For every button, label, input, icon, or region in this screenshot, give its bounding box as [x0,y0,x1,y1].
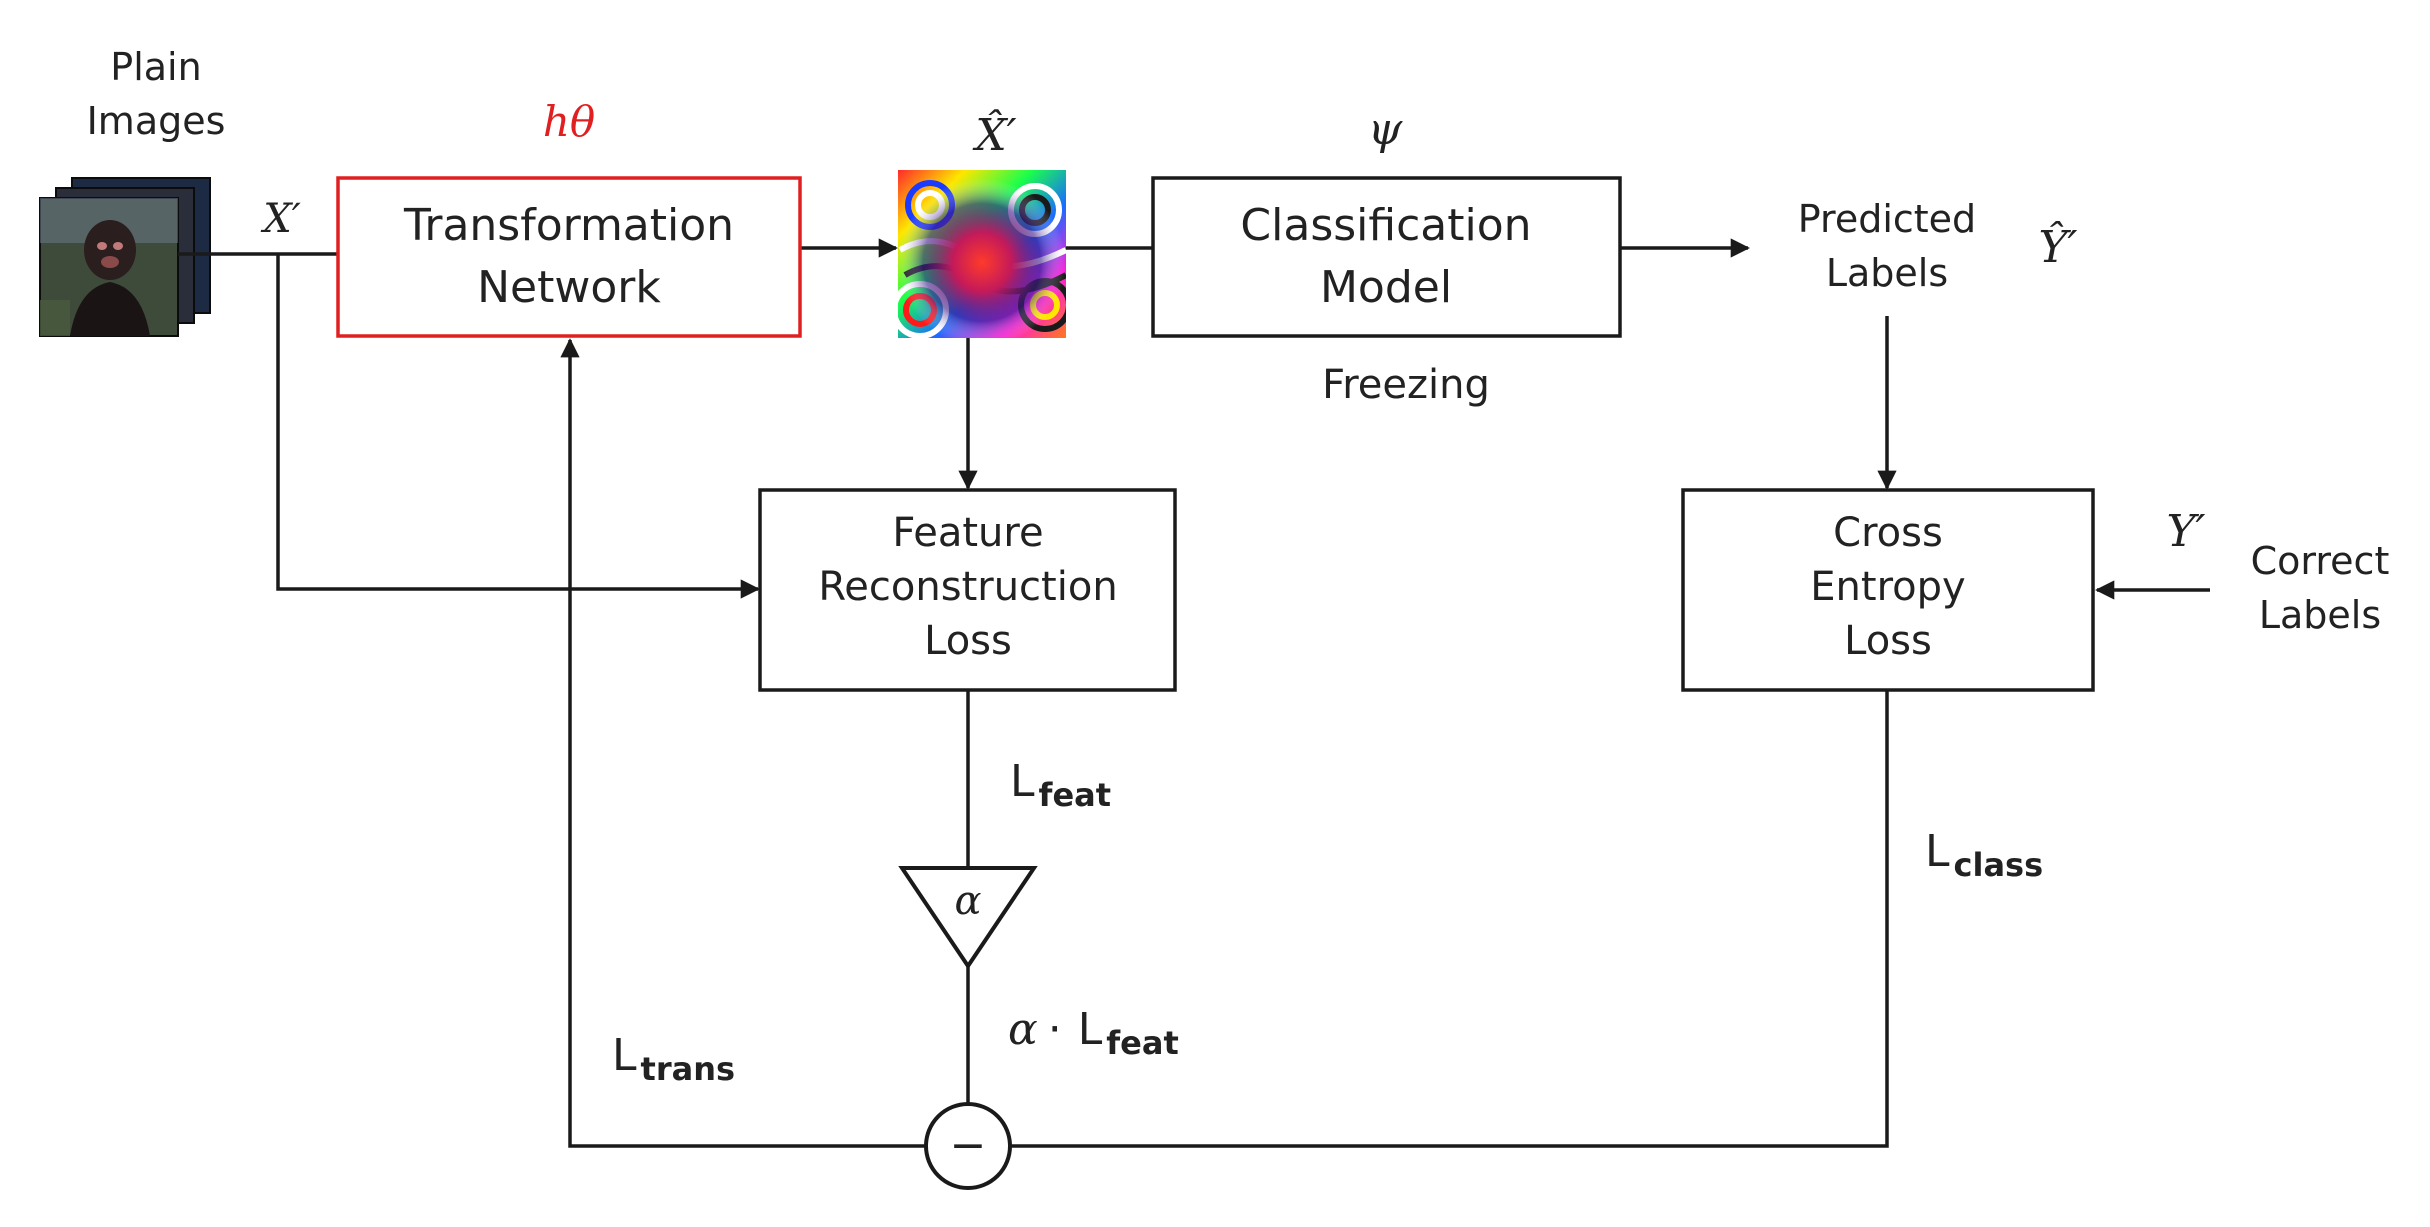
x-hat-prime-label: X̂′ [972,108,1016,161]
cross-entropy-loss-box [1681,488,2095,692]
feature-loss-label-line3: Loss [924,618,1012,664]
feature-reconstruction-loss-box [758,488,1177,692]
predicted-labels-line2: Labels [1826,251,1948,295]
alpha-symbol: α [954,878,981,924]
x-prime-label: X′ [260,196,301,242]
classification-model-label-line1: Classification [1240,200,1531,251]
freezing-note: Freezing [1322,362,1490,408]
cross-entropy-label-line2: Entropy [1810,564,1965,610]
plain-images-label-line2: Images [87,99,226,143]
cross-entropy-label-line3: Loss [1844,618,1932,664]
feature-loss-label-line2: Reconstruction [818,564,1117,610]
cross-entropy-label-line1: Cross [1833,510,1943,556]
edge-subtract-to-transform [560,338,926,1148]
correct-labels-line1: Correct [2251,539,2390,583]
y-prime-label: Y′ [2166,506,2205,557]
image-front [39,197,179,337]
transformation-network-box [336,176,802,338]
edge-cross-entropy-to-subtract [1010,690,1889,1148]
subtract-operator: − [950,1120,987,1171]
classification-model-label-line2: Model [1320,262,1452,313]
transformed-image [898,170,1066,338]
psi-symbol: ψ [1368,104,1403,155]
predicted-labels-line1: Predicted [1798,197,1976,241]
transformation-network-label-line1: Transformation [403,200,734,251]
plain-images-stack [39,177,211,337]
subtract-node [924,1102,1012,1190]
y-hat-prime-label: Ŷ′ [2038,220,2077,273]
alpha-weight-triangle [898,866,1038,970]
h-theta-symbol: hθ [543,97,595,146]
transformation-network-label-line2: Network [477,262,661,313]
plain-images-label-line1: Plain [110,45,201,89]
edge-images-to-feature-loss [276,254,760,599]
classification-model-box [1151,176,1622,338]
feature-loss-label-line1: Feature [892,510,1043,556]
correct-labels-line2: Labels [2259,593,2381,637]
